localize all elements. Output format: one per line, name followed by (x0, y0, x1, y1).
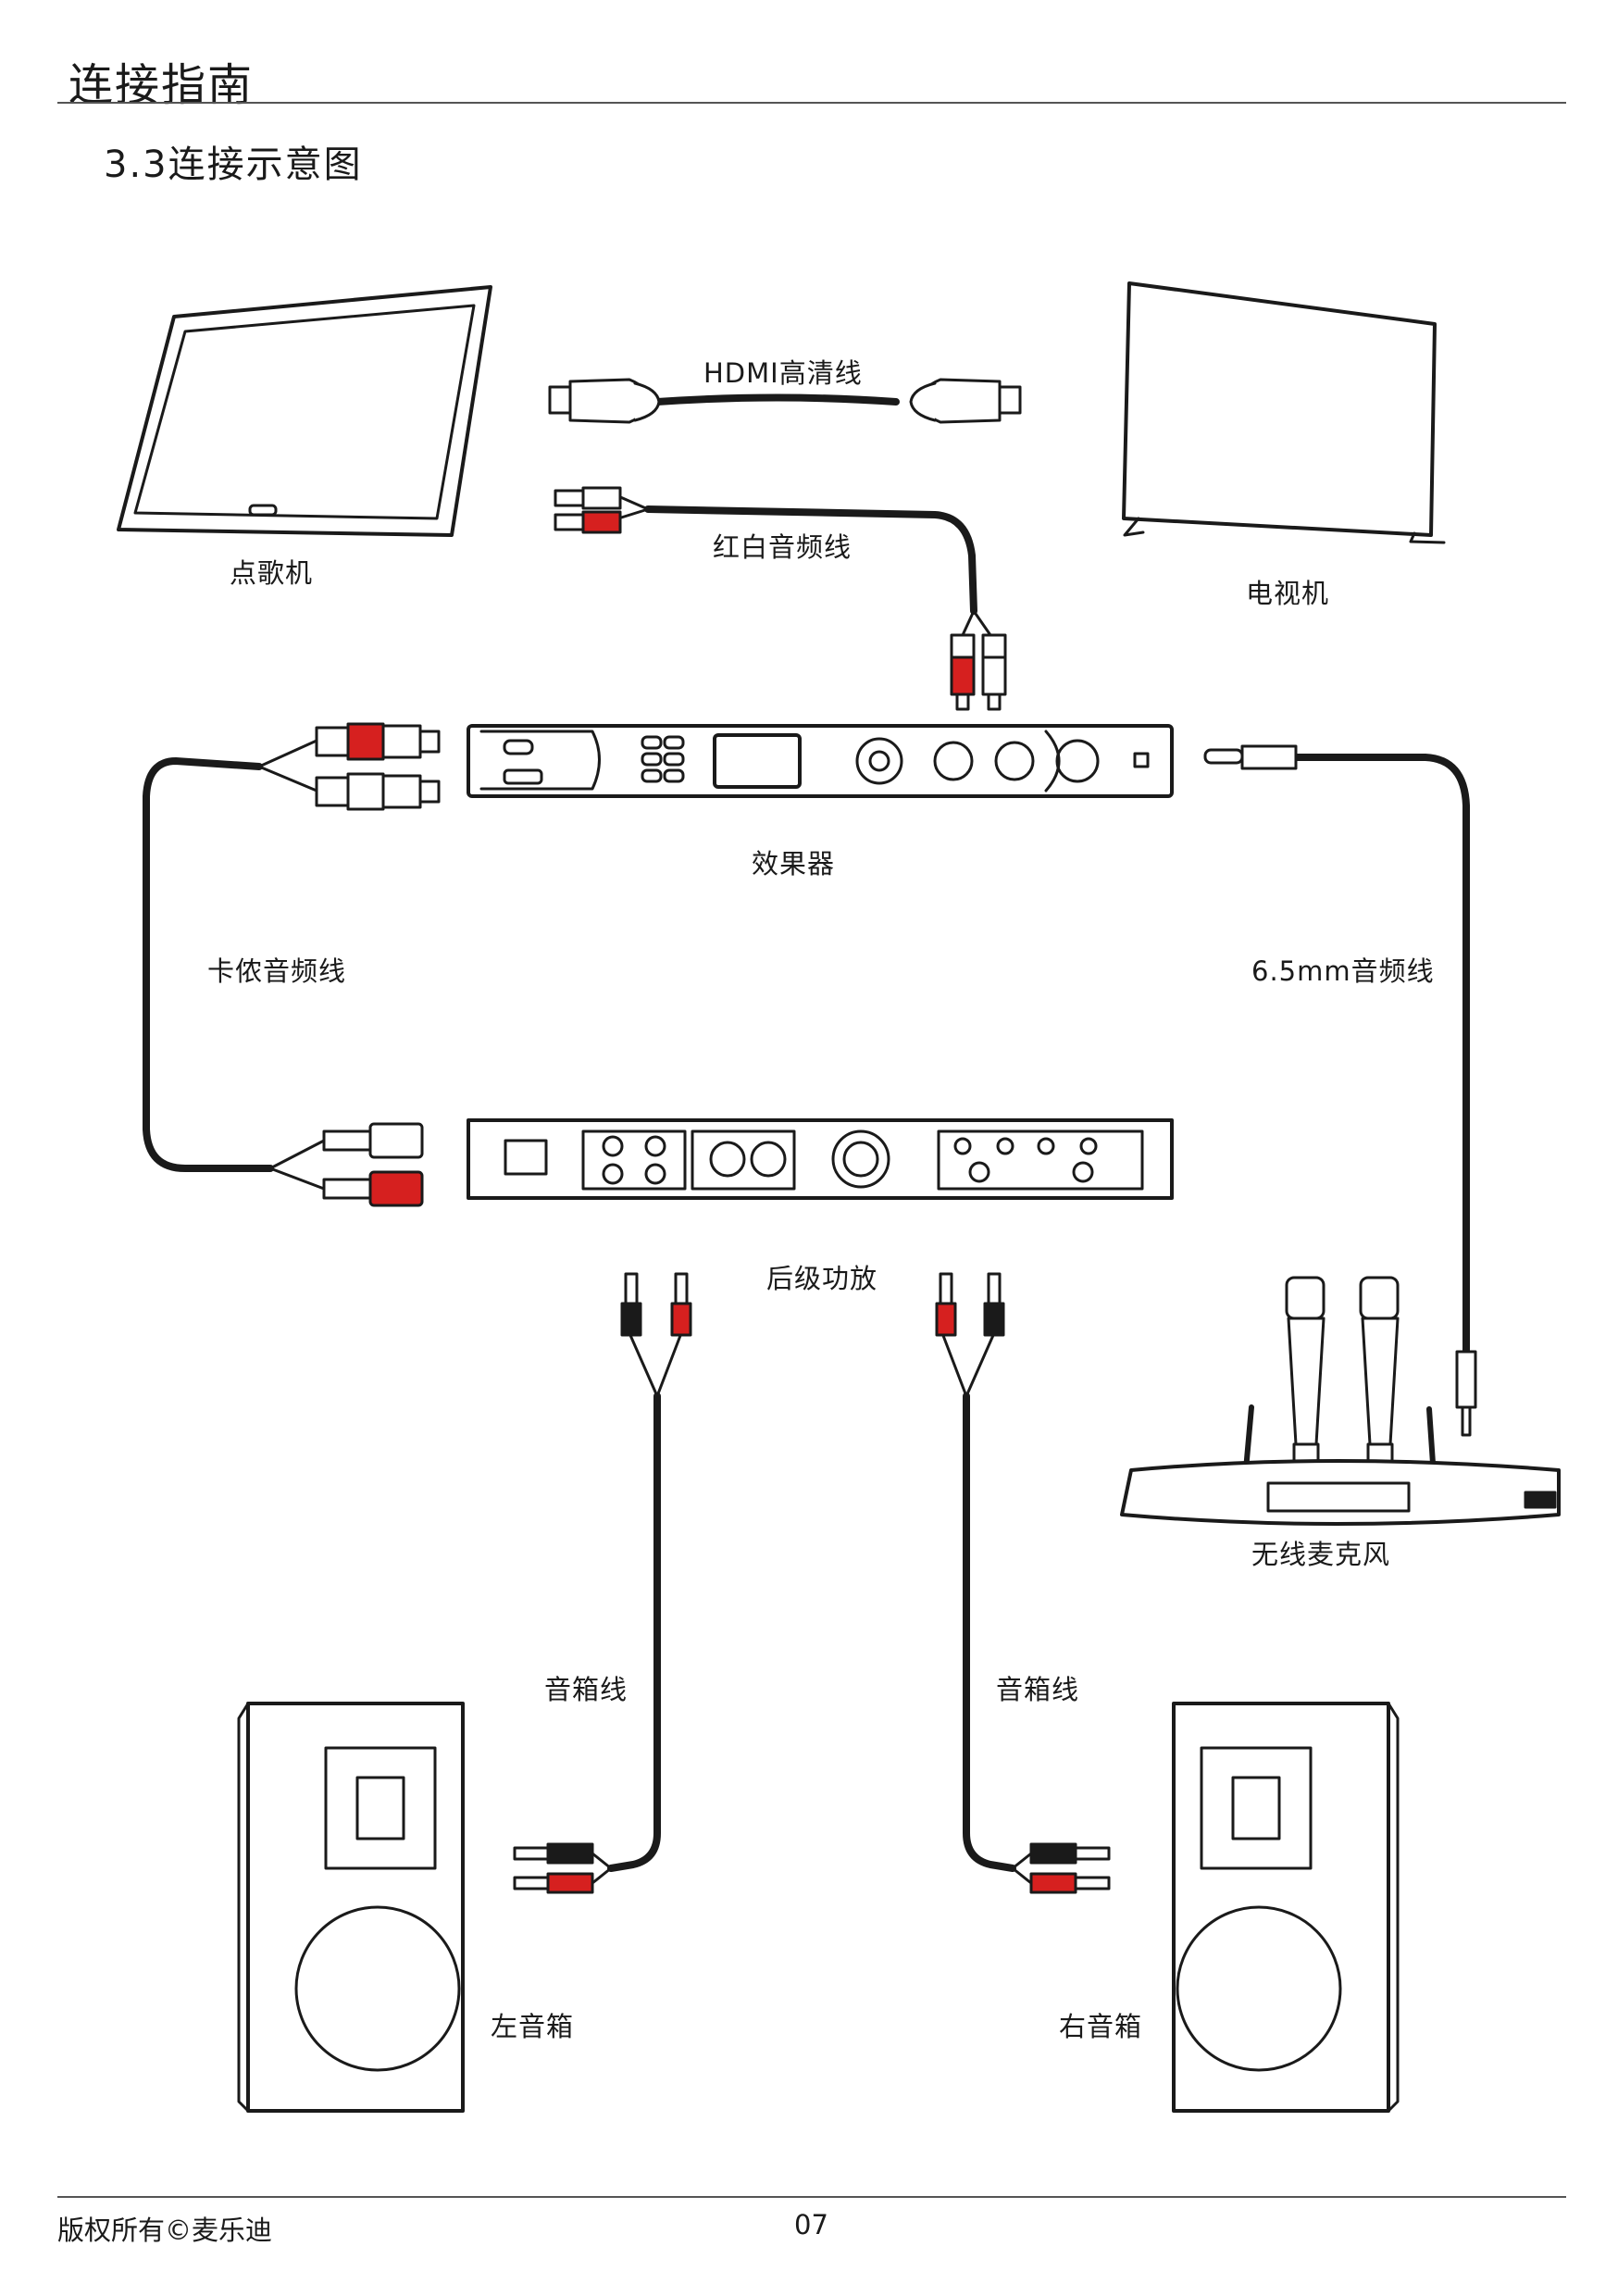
copyright: 版权所有©麦乐迪 (57, 2215, 273, 2246)
xlr-cable (143, 722, 441, 1207)
right-speaker (1172, 1702, 1400, 2113)
speaker-cable-right (935, 1272, 1111, 1894)
left-speaker (237, 1702, 465, 2113)
jukebox-label: 点歌机 (230, 557, 314, 589)
wireless-mic-device (1120, 1276, 1561, 1526)
speaker-cable-left (513, 1272, 692, 1894)
wireless-mic-label: 无线麦克风 (1251, 1539, 1391, 1570)
jack-cable-label: 6.5mm音频线 (1251, 955, 1435, 987)
tv-label: 电视机 (1246, 578, 1330, 609)
rca-cable (554, 486, 1007, 711)
tv-device (1122, 281, 1446, 544)
rca-cable-label: 红白音频线 (713, 531, 853, 563)
right-speaker-label: 右音箱 (1059, 2011, 1143, 2042)
speaker-cable-left-label: 音箱线 (544, 1674, 629, 1705)
amplifier-device (467, 1118, 1174, 1200)
jack-cable (1203, 744, 1477, 1437)
page-number: 07 (794, 2209, 828, 2240)
speaker-cable-right-label: 音箱线 (996, 1674, 1080, 1705)
processor-label: 效果器 (752, 848, 836, 880)
section-title: 3.3连接示意图 (104, 144, 363, 186)
footer-divider (57, 2196, 1566, 2198)
xlr-cable-label: 卡侬音频线 (207, 955, 347, 987)
amplifier-label: 后级功放 (766, 1263, 878, 1294)
left-speaker-label: 左音箱 (491, 2011, 575, 2042)
header-divider (57, 102, 1566, 104)
processor-device (467, 724, 1174, 798)
hdmi-cable (548, 378, 1022, 424)
hdmi-cable-label: HDMI高清线 (703, 357, 863, 389)
jukebox-device (117, 285, 492, 537)
